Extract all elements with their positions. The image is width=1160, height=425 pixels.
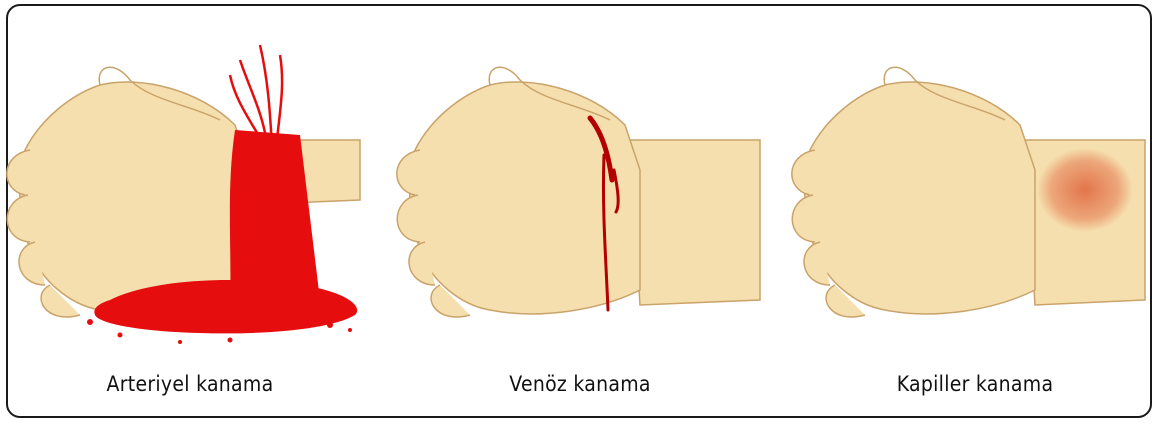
capillary-bleeding-panel: Kapiller kanama — [785, 0, 1160, 425]
capillary-hand-illustration — [785, 30, 1155, 360]
venous-hand-illustration — [390, 30, 770, 360]
caption-capillary: Kapiller kanama — [804, 372, 1146, 396]
caption-arterial: Arteriyel kanama — [19, 372, 361, 396]
caption-venous: Venöz kanama — [409, 372, 751, 396]
arterial-bleeding-panel: Arteriyel kanama — [0, 0, 380, 425]
venous-bleeding-panel: Venöz kanama — [390, 0, 770, 425]
arterial-hand-illustration — [0, 30, 380, 360]
capillary-abrasion — [1037, 148, 1133, 232]
